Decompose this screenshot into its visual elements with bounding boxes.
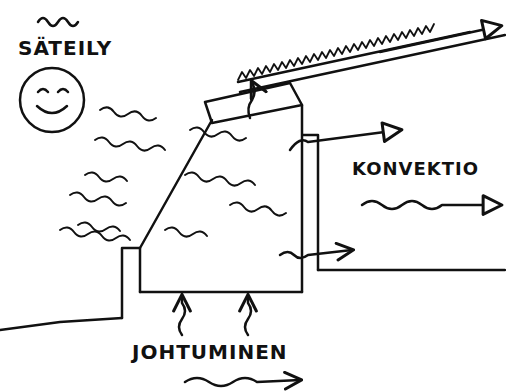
conduction-label: JOHTUMINEN bbox=[132, 340, 288, 364]
sun-face bbox=[20, 68, 84, 132]
radiation-label: SÄTEILY bbox=[18, 36, 112, 60]
ground-line bbox=[0, 318, 122, 330]
floor bbox=[140, 291, 302, 294]
roof-insulation bbox=[238, 24, 434, 80]
convection-wave bbox=[362, 201, 500, 209]
heat-arrow bbox=[248, 82, 254, 118]
convection-label: KONVEKTIO bbox=[352, 158, 479, 179]
radiation-waves bbox=[60, 107, 286, 240]
conduction-arrow bbox=[245, 296, 251, 335]
wall-arrow bbox=[280, 250, 352, 258]
wall-stub bbox=[122, 248, 140, 318]
conduction-wave bbox=[185, 378, 300, 386]
glass-slope bbox=[140, 120, 212, 248]
wave-mark bbox=[38, 18, 78, 26]
conduction-arrow bbox=[179, 296, 185, 335]
ground-line bbox=[318, 269, 505, 272]
roof-beam bbox=[205, 83, 302, 123]
convection-arrow bbox=[290, 130, 400, 150]
heat-arrow bbox=[380, 26, 500, 52]
wall bbox=[302, 105, 318, 292]
